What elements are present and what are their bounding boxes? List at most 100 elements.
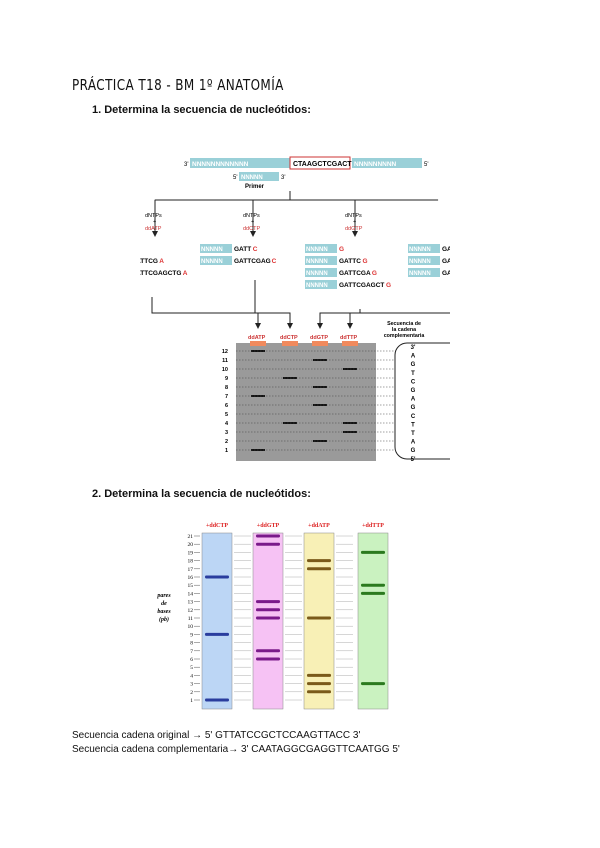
product-primer: NNNNN: [409, 259, 431, 265]
question-1: 1. Determina la secuencia de nucleótidos…: [92, 104, 311, 116]
product-terminator: G: [339, 246, 344, 253]
product-primer-block: [305, 268, 337, 277]
product-primer-block: [200, 244, 232, 253]
col-comp-header: complementaria: [384, 333, 425, 339]
template-right-block: [352, 158, 422, 168]
product-sequence: GATTCGAG: [234, 258, 271, 265]
band-number: 11: [222, 358, 228, 364]
tick-label: 4: [190, 673, 193, 679]
tick-label: 15: [188, 583, 194, 589]
tick-label: 20: [188, 542, 194, 548]
arrow-head: [250, 231, 256, 237]
y-axis-label: pares: [156, 593, 171, 599]
product-primer: NNNNN: [306, 247, 328, 253]
tick-label: 19: [188, 550, 194, 556]
primer-block: [239, 172, 279, 181]
product-terminator: G: [363, 258, 368, 265]
product-sequence: GATT: [234, 246, 251, 253]
product-terminator: A: [183, 270, 188, 277]
original-strand-sequence: Secuencia cadena original → 5' GTTATCCGC…: [72, 730, 361, 741]
comp-base: G: [411, 448, 416, 454]
product-sequence: GATTCGA: [339, 270, 371, 277]
template-n-right: NNNNNNNNN: [354, 161, 397, 168]
gel-band: [256, 542, 280, 546]
page-title: PRÁCTICA T18 - BM 1º ANATOMÍA: [72, 76, 284, 94]
lane-label: ddATP: [248, 335, 266, 341]
template-core: CTAAGCTCGACT: [293, 161, 352, 168]
template-end-label: 5': [424, 162, 428, 168]
comp-base: 5': [411, 457, 416, 463]
comp-base: T: [411, 431, 415, 437]
primer-end-label: 3': [281, 175, 285, 181]
dd-label: ddGTP: [345, 226, 363, 232]
y-axis-label: (pb): [159, 616, 169, 623]
product-terminator: C: [272, 258, 277, 265]
gel-band: [205, 575, 229, 579]
sequence-box: [394, 342, 450, 460]
band-number: 2: [225, 439, 228, 445]
plus-label: +: [153, 219, 156, 225]
primer-n: NNNNN: [241, 175, 263, 181]
band-number: 8: [225, 385, 228, 391]
lane-label: +ddGTP: [257, 523, 280, 529]
gel-lane: [303, 532, 335, 710]
arrow-head: [317, 323, 323, 329]
tick-label: 17: [188, 567, 194, 573]
arrow-head: [352, 231, 358, 237]
product-primer: NNNNN: [201, 259, 223, 265]
gel-band: [256, 616, 280, 620]
product-sequence: GATTCGAGC: [442, 270, 450, 277]
product-primer: NNNNN: [409, 271, 431, 277]
band-number: 3: [225, 430, 228, 436]
product-sequence: GATTCG: [140, 258, 158, 265]
comp-base: A: [411, 354, 416, 360]
dntps-label: dNTPs: [145, 213, 162, 219]
lane-label: +ddCTP: [206, 523, 228, 529]
gel-band: [361, 682, 385, 686]
gel: [236, 343, 376, 461]
primer-end-label: 5': [233, 175, 237, 181]
tick-label: 8: [190, 641, 193, 647]
gel-band: [256, 608, 280, 612]
comp-base: G: [411, 388, 416, 394]
gel-band: [205, 632, 229, 636]
gel-band: [256, 657, 280, 661]
gel-well: [282, 341, 298, 346]
comp-base: A: [411, 440, 416, 446]
tick-label: 16: [188, 575, 194, 581]
product-sequence: GATTC: [339, 258, 361, 265]
dd-label: ddCTP: [243, 226, 260, 232]
arrow-head: [347, 323, 353, 329]
lane-connector: [151, 297, 259, 325]
gel-band: [307, 690, 331, 694]
product-primer: NNNNN: [306, 283, 328, 289]
tick-label: 11: [188, 616, 194, 622]
gel-well: [250, 341, 266, 346]
product-primer-block: [305, 256, 337, 265]
gel-band: [307, 559, 331, 563]
tick-label: 14: [188, 591, 194, 597]
product-terminator: C: [253, 246, 258, 253]
lane-label: ddCTP: [280, 335, 298, 341]
band-number: 7: [225, 394, 228, 400]
product-primer-block: [408, 244, 440, 253]
comp-base: G: [411, 405, 416, 411]
product-primer-block: [305, 244, 337, 253]
product-sequence: GAT: [442, 258, 450, 265]
gel-lane: [201, 532, 233, 710]
dntps-label: dNTPs: [243, 213, 260, 219]
question-2: 2. Determina la secuencia de nucleótidos…: [92, 488, 311, 500]
y-axis-label: de: [161, 601, 167, 607]
product-primer-block: [200, 256, 232, 265]
band-number: 12: [222, 349, 228, 355]
gel-lane: [357, 532, 389, 710]
product-primer-block: [408, 256, 440, 265]
col-comp-header: la cadena: [392, 327, 416, 333]
tick-label: 13: [188, 600, 194, 606]
comp-base: A: [411, 397, 416, 403]
plus-label: +: [353, 219, 356, 225]
product-primer: NNNNN: [306, 271, 328, 277]
gel-band: [307, 567, 331, 571]
band-number: 10: [222, 367, 228, 373]
